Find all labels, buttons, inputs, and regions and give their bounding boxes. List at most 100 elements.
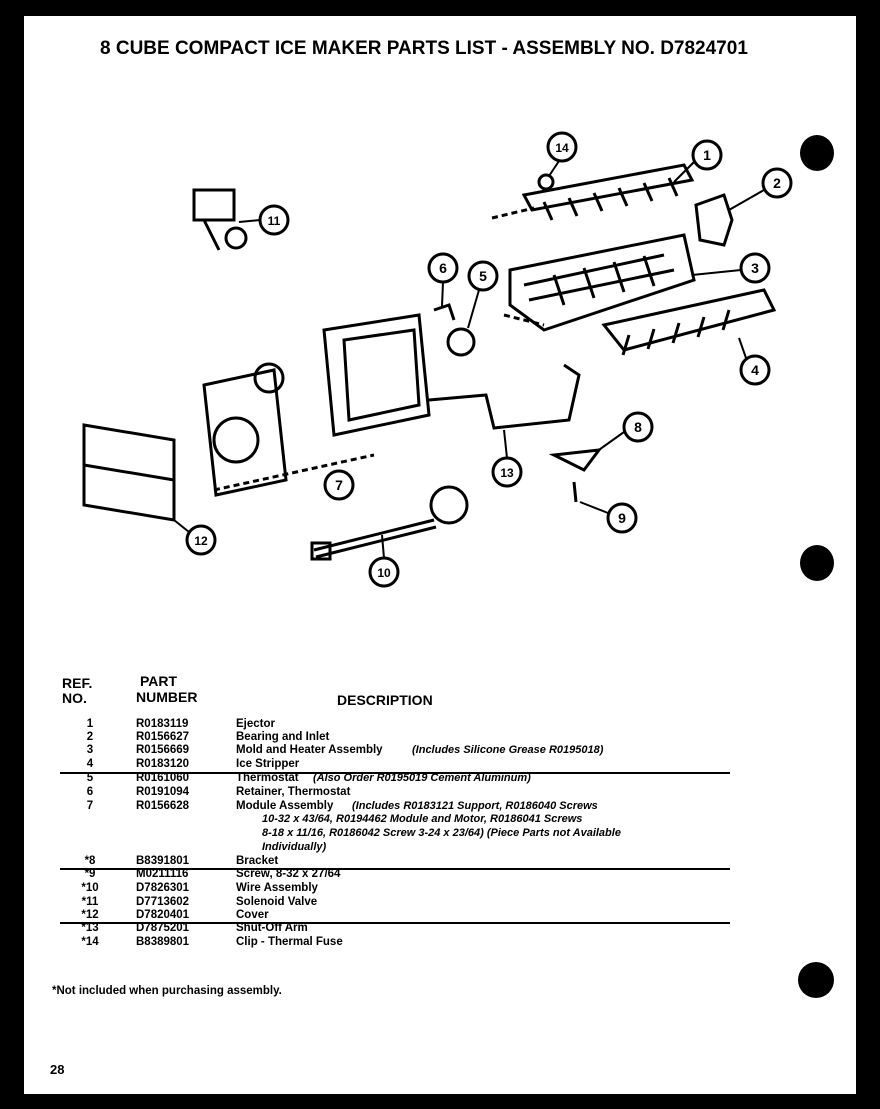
description: Retainer, Thermostat [236, 786, 351, 798]
table-row: 5 R0161060 Thermostat (Also Order R01950… [0, 772, 880, 786]
retainer-part [433, 303, 456, 321]
scan-border-right [856, 0, 880, 1109]
page-title: 8 CUBE COMPACT ICE MAKER PARTS LIST - AS… [100, 38, 748, 59]
mold-heater-part [503, 233, 696, 332]
part-number: M0211116 [136, 868, 189, 880]
description: Clip - Thermal Fuse [236, 936, 343, 948]
table-row: *13 D7875201 Shut-Off Arm [0, 922, 880, 936]
exploded-parts-diagram: 1 2 3 4 5 6 7 8 9 10 11 12 13 14 [82, 131, 793, 588]
part-number: R0183119 [136, 718, 189, 730]
col-description: DESCRIPTION [337, 692, 433, 708]
row-divider [60, 772, 730, 774]
ref-no: *10 [81, 882, 99, 894]
scan-border-bottom [0, 1094, 880, 1109]
svg-text:8: 8 [634, 419, 642, 435]
description: Screw, 8-32 x 27/64 [236, 868, 341, 880]
page-number: 28 [50, 1062, 65, 1077]
svg-text:11: 11 [268, 214, 281, 228]
callout-1: 1 [673, 139, 723, 183]
description-note: (Also Order R0195019 Cement Aluminum) [313, 772, 531, 784]
thermostat-part [446, 327, 476, 357]
table-row: *9 M0211116 Screw, 8-32 x 27/64 [0, 868, 880, 882]
table-row: *14 B8389801 Clip - Thermal Fuse [0, 936, 880, 950]
clip-part [537, 173, 555, 191]
wire-assembly-part [310, 485, 469, 561]
callout-5: 5 [467, 260, 499, 329]
callout-9: 9 [579, 501, 638, 534]
ref-no: 3 [86, 744, 94, 756]
scan-border-left [0, 0, 24, 1109]
module-note-line: Individually) [262, 841, 327, 853]
ref-no: 4 [86, 758, 94, 770]
description: Shut-Off Arm [236, 922, 308, 934]
table-row: *8 B8391801 Bracket [0, 855, 880, 869]
ref-no: 6 [86, 786, 94, 798]
callout-10: 10 [368, 534, 400, 588]
table-row: 2 R0156627 Bearing and Inlet [0, 731, 880, 745]
footnote: *Not included when purchasing assembly. [52, 985, 282, 997]
ejector-part [491, 163, 695, 221]
shut-off-arm-part [428, 363, 581, 430]
callout-6: 6 [427, 252, 459, 307]
description: Wire Assembly [236, 882, 318, 894]
ref-no: 1 [86, 718, 94, 730]
svg-text:1: 1 [703, 147, 711, 163]
callout-13: 13 [491, 429, 523, 488]
ref-no: 7 [86, 800, 94, 812]
svg-text:7: 7 [335, 477, 343, 493]
ref-no: *13 [81, 922, 99, 934]
description: Solenoid Valve [236, 896, 318, 908]
part-number: R0161060 [136, 772, 190, 784]
col-part-line2: NUMBER [136, 689, 198, 705]
description: Module Assembly [236, 800, 334, 812]
table-row: 4 R0183120 Ice Stripper [0, 758, 880, 772]
description: Thermostat [236, 772, 299, 784]
table-row: 6 R0191094 Retainer, Thermostat [0, 786, 880, 800]
part-number: B8391801 [136, 855, 190, 867]
svg-text:3: 3 [751, 260, 759, 276]
part-number: D7875201 [136, 922, 190, 934]
description: Bearing and Inlet [236, 731, 330, 743]
table-row: *10 D7826301 Wire Assembly [0, 882, 880, 896]
table-row: 1 R0183119 Ejector [0, 718, 880, 732]
cover-part [82, 423, 176, 522]
callout-4: 4 [738, 337, 771, 386]
svg-text:14: 14 [555, 141, 569, 155]
ice-stripper-part [601, 288, 777, 356]
ref-no: *8 [84, 855, 96, 867]
description: Cover [236, 909, 269, 921]
ref-no: 2 [86, 731, 94, 743]
svg-text:5: 5 [479, 268, 487, 284]
callout-7: 7 [323, 469, 355, 501]
module-assembly-part [202, 313, 431, 497]
table-row: *11 D7713602 Solenoid Valve [0, 896, 880, 910]
callout-3: 3 [691, 252, 771, 284]
description-note: (Includes Silicone Grease R0195018) [412, 744, 604, 756]
callout-12: 12 [173, 519, 217, 556]
ref-no: *9 [84, 868, 96, 880]
module-note-line: 10-32 x 43/64, R0194462 Module and Motor… [262, 813, 583, 825]
part-number: R0156628 [136, 800, 190, 812]
part-number: D7713602 [136, 896, 190, 908]
part-number: R0156669 [136, 744, 190, 756]
part-number: R0191094 [136, 786, 190, 798]
table-row: 7 R0156628 Module Assembly (Includes R01… [0, 800, 880, 814]
screw-part [572, 481, 578, 503]
part-number: R0156627 [136, 731, 190, 743]
binder-hole [800, 135, 834, 171]
col-ref-line2: NO. [62, 690, 87, 706]
ref-no: *14 [81, 936, 99, 948]
svg-text:10: 10 [377, 566, 391, 580]
callout-8: 8 [595, 411, 654, 453]
col-ref-line1: REF. [62, 675, 93, 691]
row-divider [60, 922, 730, 924]
part-number: R0183120 [136, 758, 190, 770]
ref-no: 5 [86, 772, 94, 784]
callout-2: 2 [728, 167, 793, 211]
ref-no: *12 [81, 909, 99, 921]
description-note: (Includes R0183121 Support, R0186040 Scr… [352, 800, 598, 812]
ref-no: *11 [81, 896, 99, 908]
callout-14: 14 [546, 131, 578, 177]
svg-text:9: 9 [618, 510, 626, 526]
module-note-line: 8-18 x 11/16, R0186042 Screw 3-24 x 23/6… [262, 827, 621, 839]
